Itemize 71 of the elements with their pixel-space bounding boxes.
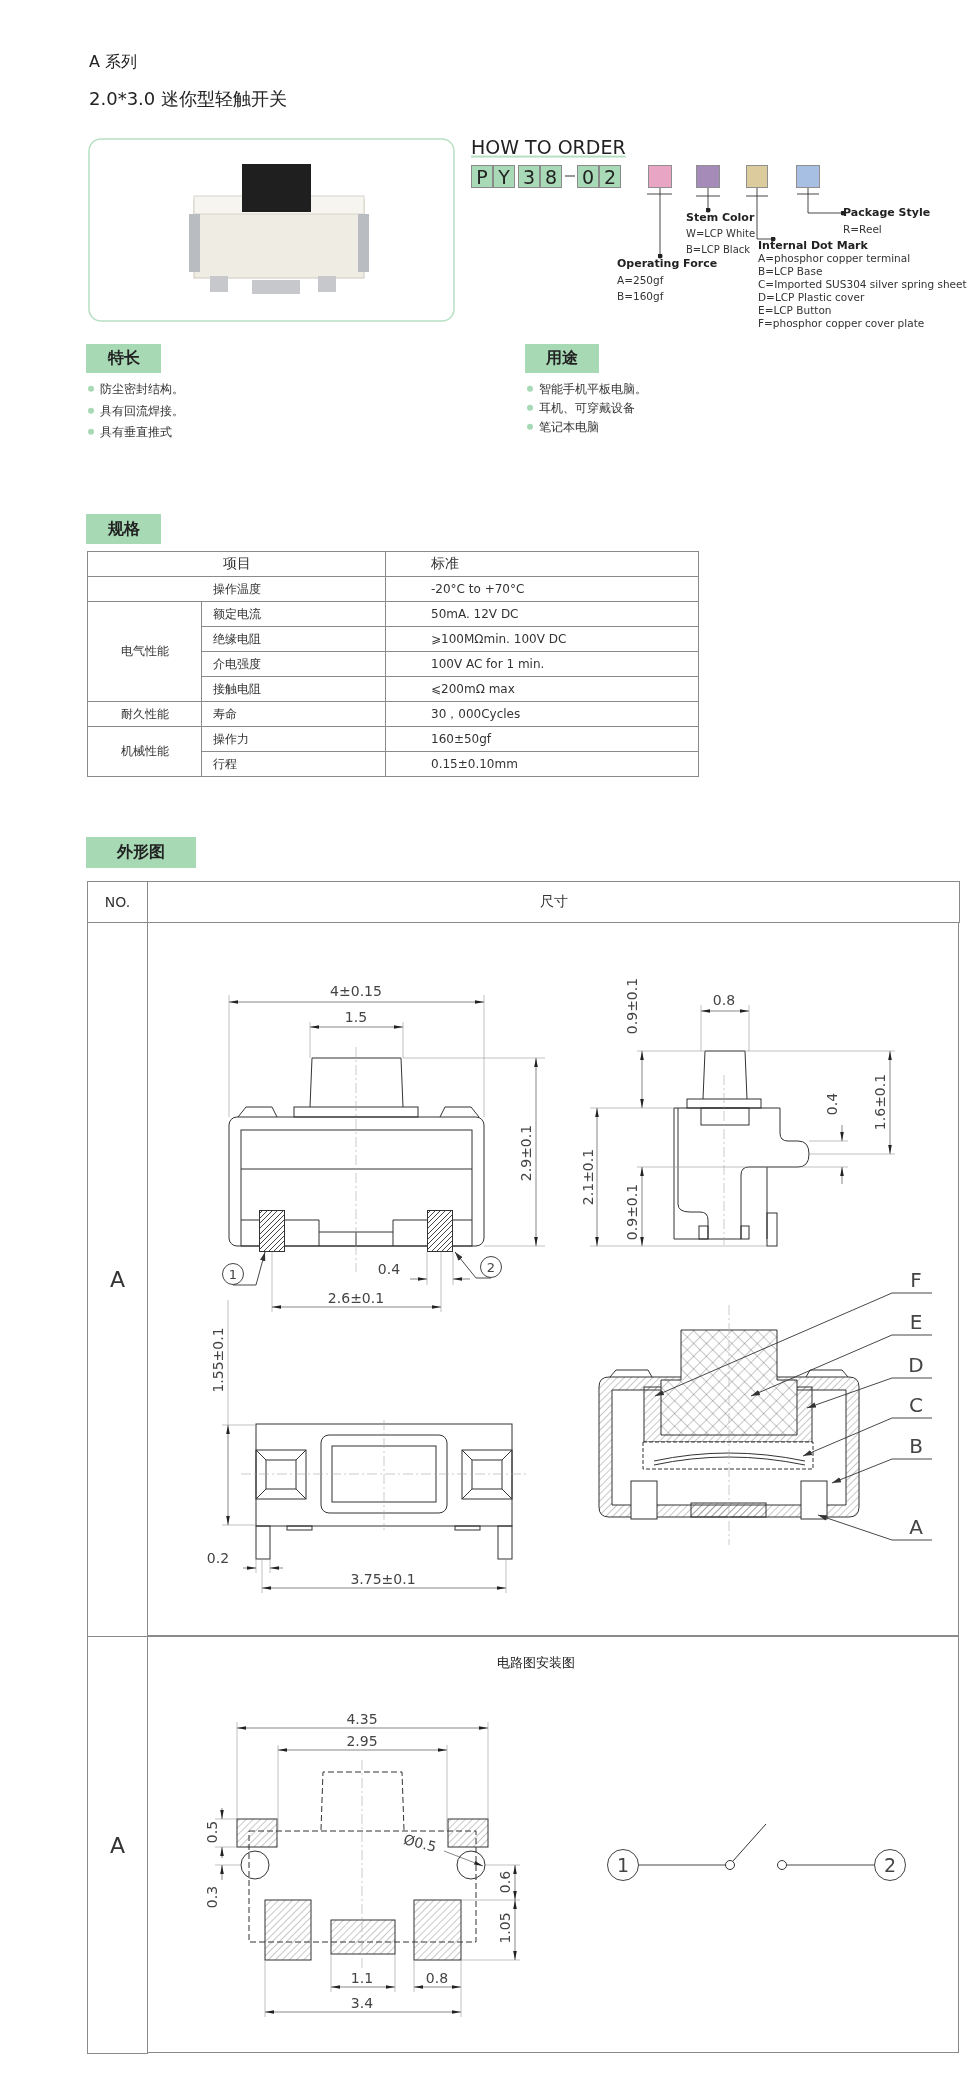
dimension-label: 3.75±0.1 [350,1572,416,1586]
section-tab: 用途 [525,344,599,373]
part-letter: F [900,1267,932,1293]
option-box [746,165,768,188]
bullet-item: 智能手机平板电脑。 [527,381,647,397]
dimension-label: 0.6 [498,1870,512,1894]
bullet-item: 具有垂直推式 [88,424,172,440]
dimension-label: 0.4 [377,1262,401,1276]
bullet-item: 具有回流焊接。 [88,403,184,419]
dimension-label: 2.6±0.1 [327,1291,385,1305]
option-box [648,165,672,188]
table-cell: 0.15±0.10mm [385,751,699,777]
terminal-pin [259,1210,285,1252]
contact-terminal [777,1860,787,1870]
dimension-label: 2.1±0.1 [581,1148,595,1206]
table-cell: A [87,1636,148,2054]
table-cell: 标准 [385,551,699,577]
option-text: Internal Dot Mark A=phosphor copper terminal B=LCP Base C=Imported SUS304 silver spring sheet D=LCP Plastic cover E=LCP Button F=phosphor copper cover plate [758,239,967,330]
dimension-label: 1.55±0.1 [211,1327,225,1393]
option-text: Operating Force A=250gf B=160gf [617,256,718,304]
dimension-label: 0.3 [205,1885,219,1909]
dimension-label: 0.2 [206,1551,230,1565]
dimension-label: 0.4 [825,1092,839,1116]
option-box [696,165,720,188]
dimension-label: 0.8 [425,1971,449,1985]
table-cell: 机械性能 [87,726,202,777]
option-text: Stem Color W=LCP White B=LCP Black [686,210,756,258]
dimension-label: 4.35 [346,1712,378,1726]
dimension-label: Ø0.5 [402,1832,438,1854]
wire [786,1864,875,1866]
code-box: 2 [599,165,621,188]
dimension-label: 1.05 [498,1912,512,1944]
dimension-label: 3.4 [350,1996,374,2010]
part-letter: E [900,1309,932,1335]
dimension-label: 0.9±0.1 [625,977,639,1035]
part-letter: A [900,1514,932,1540]
code-box: 8 [540,165,562,188]
dimension-label: 0.5 [205,1820,219,1844]
dimension-label: 0.9±0.1 [625,1183,639,1241]
code-box: 0 [577,165,599,188]
part-letter: D [900,1352,932,1378]
code-box: 3 [518,165,540,188]
code-box: P [471,165,493,188]
terminal-pin [427,1210,453,1252]
section-caption: 电路图安装图 [497,1655,575,1671]
bullet-item: 笔记本电脑 [527,419,599,435]
bullet-item: 防尘密封结构。 [88,381,184,397]
part-letter: C [900,1392,932,1418]
order-heading: HOW TO ORDER [471,135,626,159]
option-box [796,165,820,188]
table-cell: 尺寸 [147,881,960,923]
section-tab: 特长 [86,344,161,373]
contact-terminal [725,1860,735,1870]
part-letter: B [900,1433,932,1459]
series-heading: A 系列 [89,52,138,72]
section-tab: 外形图 [86,837,196,868]
page-title: 2.0*3.0 迷你型轻触开关 [89,87,287,111]
section-tab: 规格 [86,514,161,544]
dimension-label: 4±0.15 [330,984,382,998]
dimension-label: 2.95 [346,1734,378,1748]
wire [638,1864,726,1866]
table-cell: NO. [87,881,148,923]
dimension-label: 1.6±0.1 [873,1073,887,1131]
option-text: Package Style R=Reel [843,205,931,237]
table-cell: 项目 [87,551,386,577]
dimension-label: 0.8 [712,993,736,1007]
dimension-label: 1.5 [344,1010,368,1024]
code-box: Y [493,165,515,188]
bullet-item: 耳机、可穿戴设备 [527,400,635,416]
dimension-label: 1.1 [350,1971,374,1985]
dimension-label: 2.9±0.1 [519,1124,533,1182]
